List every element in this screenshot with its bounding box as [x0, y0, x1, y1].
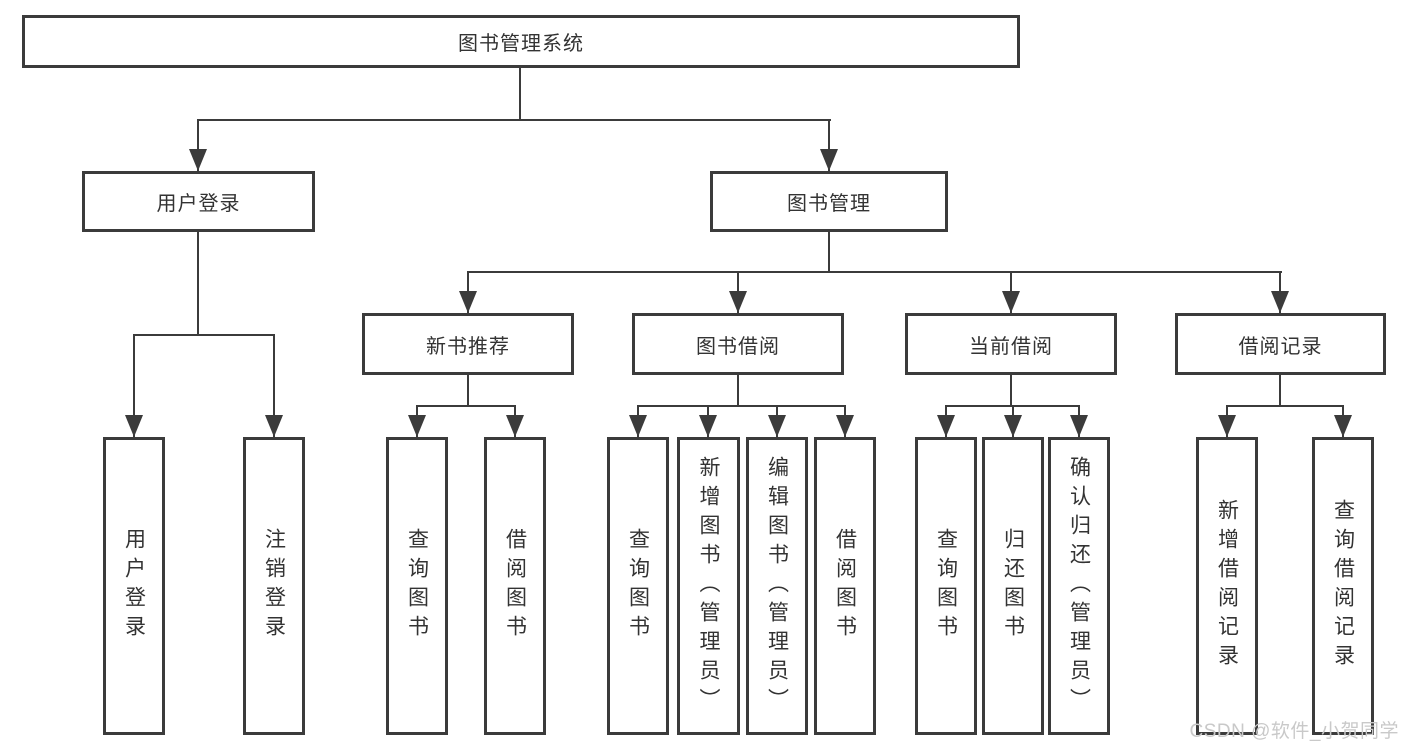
leaf-query-books-recommend: 查询图书 — [386, 437, 448, 735]
node-user-login: 用户登录 — [82, 171, 315, 232]
node-book-borrow: 图书借阅 — [632, 313, 844, 375]
leaf-user-login: 用户登录 — [103, 437, 165, 735]
connector-line — [519, 68, 521, 121]
connector-line — [133, 334, 275, 336]
connector-line — [197, 119, 199, 171]
connector-line — [637, 405, 846, 407]
connector-line — [197, 119, 831, 121]
leaf-query-books-current: 查询图书 — [915, 437, 977, 735]
connector-line — [1226, 405, 1344, 407]
down-arrowhead — [629, 415, 647, 437]
node-label: 用户登录 — [156, 193, 241, 215]
leaf-add-borrow-record: 新增借阅记录 — [1196, 437, 1258, 735]
leaf-confirm-return-admin: 确认归还（管理员） — [1048, 437, 1110, 735]
leaf-borrow-books: 借阅图书 — [814, 437, 876, 735]
leaf-add-books-admin: 新增图书（管理员） — [677, 437, 740, 735]
node-borrow-records: 借阅记录 — [1175, 313, 1386, 375]
node-label: 图书管理系统 — [458, 33, 584, 55]
node-current-borrow: 当前借阅 — [905, 313, 1117, 375]
down-arrowhead — [1271, 291, 1289, 313]
connector-line — [273, 334, 275, 437]
connector-line — [467, 271, 1282, 273]
node-label: 编辑图书（管理员） — [765, 455, 789, 717]
down-arrowhead — [729, 291, 747, 313]
down-arrowhead — [1218, 415, 1236, 437]
node-label: 用户登录 — [122, 528, 146, 644]
node-label: 查询图书 — [626, 528, 650, 644]
node-label: 确认归还（管理员） — [1067, 455, 1091, 717]
connector-line — [133, 334, 135, 437]
down-arrowhead — [408, 415, 426, 437]
connector-line — [416, 405, 516, 407]
connector-line — [1279, 375, 1281, 407]
down-arrowhead — [125, 415, 143, 437]
connector-line — [828, 119, 830, 171]
node-label: 查询图书 — [934, 528, 958, 644]
node-label: 借阅图书 — [833, 528, 857, 644]
down-arrowhead — [820, 149, 838, 171]
node-book-management: 图书管理 — [710, 171, 948, 232]
down-arrowhead — [1070, 415, 1088, 437]
node-root-system: 图书管理系统 — [22, 15, 1020, 68]
leaf-edit-books-admin: 编辑图书（管理员） — [746, 437, 808, 735]
leaf-logout: 注销登录 — [243, 437, 305, 735]
node-label: 新书推荐 — [426, 335, 510, 358]
down-arrowhead — [1334, 415, 1352, 437]
down-arrowhead — [265, 415, 283, 437]
node-label: 借阅记录 — [1238, 335, 1323, 358]
connector-line — [828, 232, 830, 273]
watermark-text: CSDN @软件_小贺同学 — [1189, 721, 1399, 742]
down-arrowhead — [937, 415, 955, 437]
down-arrowhead — [506, 415, 524, 437]
connector-line — [467, 375, 469, 407]
down-arrowhead — [189, 149, 207, 171]
node-label: 新增图书（管理员） — [697, 455, 720, 717]
down-arrowhead — [836, 415, 854, 437]
down-arrowhead — [699, 415, 717, 437]
node-label: 新增借阅记录 — [1215, 499, 1239, 673]
connector-line — [737, 375, 739, 407]
connector-line — [197, 232, 199, 336]
node-label: 图书管理 — [787, 193, 871, 215]
node-label: 查询图书 — [405, 528, 429, 644]
leaf-borrow-books-recommend: 借阅图书 — [484, 437, 546, 735]
node-label: 借阅图书 — [503, 528, 527, 644]
down-arrowhead — [1002, 291, 1020, 313]
node-label: 注销登录 — [262, 528, 286, 644]
leaf-query-books-borrow: 查询图书 — [607, 437, 669, 735]
node-new-book-recommend: 新书推荐 — [362, 313, 574, 375]
node-label: 图书借阅 — [696, 335, 780, 358]
connector-line — [1010, 375, 1012, 407]
down-arrowhead — [768, 415, 786, 437]
leaf-return-books: 归还图书 — [982, 437, 1044, 735]
node-label: 当前借阅 — [969, 335, 1053, 358]
node-label: 归还图书 — [1001, 528, 1025, 644]
down-arrowhead — [459, 291, 477, 313]
leaf-query-borrow-record: 查询借阅记录 — [1312, 437, 1374, 735]
down-arrowhead — [1004, 415, 1022, 437]
node-label: 查询借阅记录 — [1331, 499, 1355, 673]
